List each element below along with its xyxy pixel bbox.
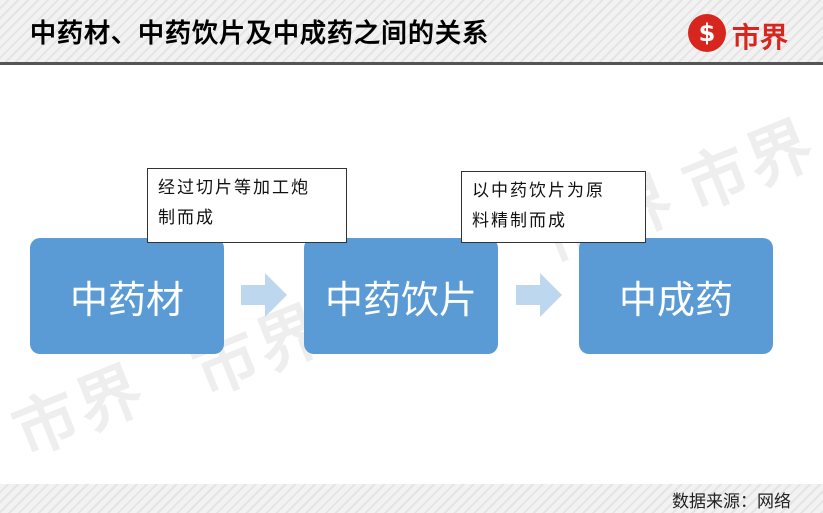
logo-mark-icon: $ (688, 14, 726, 52)
node-decoction-pieces: 中药饮片 (304, 238, 498, 354)
brand-logo: $ 市界 (688, 14, 808, 54)
watermark: 市界 (3, 351, 158, 472)
arrow-right-icon (241, 273, 287, 317)
page-title: 中药材、中药饮片及中成药之间的关系 (30, 19, 490, 49)
watermark: 市界 (673, 106, 823, 227)
process-note-2: 以中药饮片为原 料精制而成 (461, 171, 646, 243)
note-line: 以中药饮片为原 (472, 181, 605, 201)
node-raw-herbs: 中药材 (30, 238, 224, 354)
logo-text: 市界 (732, 21, 789, 54)
note-line: 料精制而成 (472, 211, 567, 231)
arrow-right-icon (516, 273, 562, 317)
header-divider (0, 62, 823, 65)
header-bar: 中药材、中药饮片及中成药之间的关系 $ 市界 (0, 0, 823, 62)
note-line: 制而成 (158, 208, 215, 228)
process-note-1: 经过切片等加工炮 制而成 (147, 168, 347, 243)
footer-bar: 数据来源：网络 (0, 484, 823, 513)
data-source: 数据来源：网络 (672, 492, 791, 512)
note-line: 经过切片等加工炮 (158, 178, 310, 198)
node-patent-medicine: 中成药 (579, 238, 773, 354)
